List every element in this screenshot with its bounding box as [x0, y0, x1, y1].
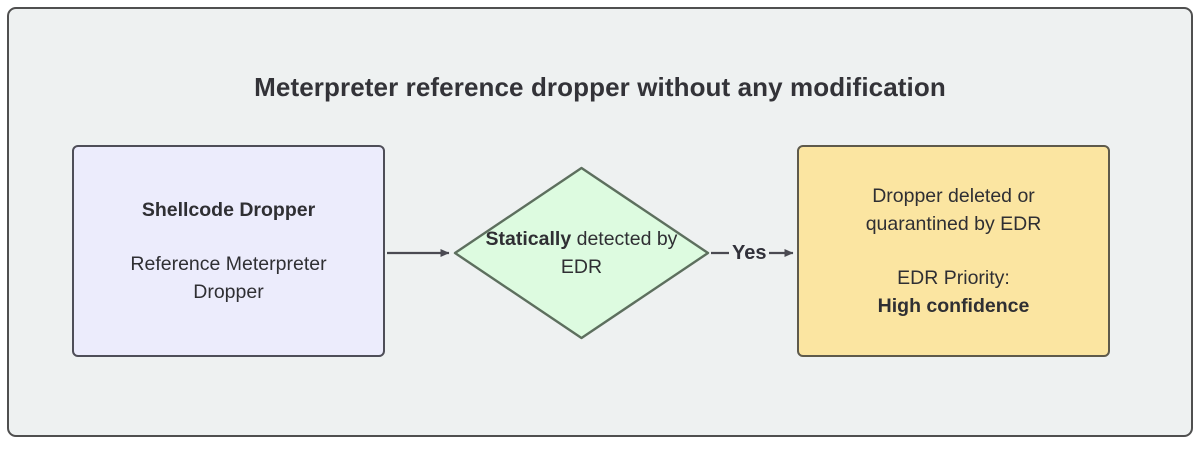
- diagram-title: Meterpreter reference dropper without an…: [254, 72, 946, 102]
- decision-label-rest: detected by: [571, 228, 678, 250]
- node-shellcode-dropper-title: Shellcode Dropper: [141, 199, 316, 221]
- node-statically-detected[interactable]: Statically detected by EDR: [453, 166, 710, 340]
- node-dropper-deleted-line-2: quarantined by EDR: [865, 213, 1042, 235]
- node-statically-detected-label: Statically detected by EDR: [440, 225, 723, 281]
- node-dropper-deleted-line-4: High confidence: [877, 295, 1030, 317]
- node-shellcode-dropper-body-line-2: Dropper: [193, 281, 264, 303]
- node-dropper-deleted-line-3: EDR Priority:: [897, 267, 1010, 289]
- node-dropper-deleted[interactable]: Dropper deleted or quarantined by EDR ED…: [797, 145, 1110, 357]
- decision-label-line-2: EDR: [560, 256, 603, 278]
- node-dropper-deleted-line-1: Dropper deleted or: [872, 185, 1035, 207]
- node-shellcode-dropper-body-line-1: Reference Meterpreter: [130, 253, 327, 275]
- decision-label-bold: Statically: [485, 228, 572, 250]
- edge-label-yes: Yes: [729, 242, 770, 264]
- node-shellcode-dropper[interactable]: Shellcode Dropper Reference Meterpreter …: [72, 145, 385, 357]
- decision-diamond-shape: [453, 166, 710, 340]
